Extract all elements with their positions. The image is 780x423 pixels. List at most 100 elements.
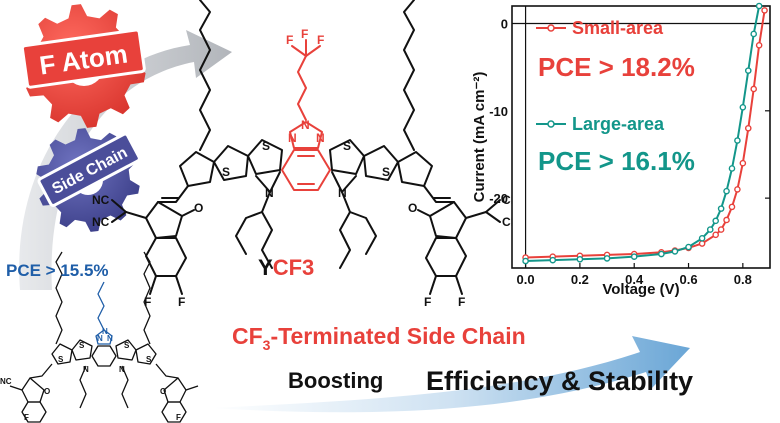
small-cyano-left: NC (0, 377, 12, 386)
triazole-n-left: N (288, 131, 297, 145)
data-point (522, 257, 529, 265)
legend-label-large-area: Large-area (572, 114, 665, 134)
triazole-n-top: N (301, 118, 310, 132)
pyrrole-n-left: N (265, 186, 274, 200)
plot-frame (511, 5, 771, 269)
molecule-name-suffix: CF3 (273, 255, 315, 280)
small-pyrrole-n-right: N (119, 365, 125, 374)
headline-rest: -Terminated Side Chain (270, 323, 525, 349)
legend-marker-small-area (547, 24, 555, 32)
pce-value-small-area: 18.2% (621, 52, 695, 82)
x-tick-label: 0.4 (625, 272, 644, 287)
cyano-left-1: NC (92, 193, 110, 207)
data-point (717, 226, 725, 233)
molecule-name: YCF3 (258, 255, 314, 280)
ycf3-atom-labels: N N N F F F S S S S N N O O NC NC CN CN … (92, 27, 519, 309)
pce-prefix-large-area: PCE > (538, 146, 621, 176)
headline-cf: CF (232, 323, 263, 349)
y-tick-label: 0 (501, 16, 508, 31)
carbonyl-o-left: O (194, 201, 203, 215)
x-tick-label: 0.8 (734, 272, 752, 287)
data-point (728, 203, 736, 211)
cf3-f3: F (317, 33, 324, 47)
y-tick-label: -10 (489, 104, 508, 119)
small-carbonyl-o-right: O (160, 387, 166, 396)
data-point (630, 253, 638, 260)
data-point (698, 240, 706, 247)
data-point (750, 85, 758, 93)
small-thiophene-s-2: S (58, 355, 64, 364)
headline-subscript: 3 (263, 337, 271, 353)
cyano-left-2: NC (92, 215, 110, 229)
cf3-f2: F (301, 27, 308, 41)
pce-value-large-area: 16.1% (621, 146, 695, 176)
small-molecule-atom-labels: N N N S S S S N N O O NC F F (0, 327, 181, 422)
small-pce-value: 15.5% (60, 261, 108, 280)
pce-large-area: PCE > 16.1% (538, 146, 695, 176)
pyrrole-n-right: N (338, 186, 347, 200)
y-tick-label: -20 (489, 191, 508, 206)
legend-label-small-area: Small-area (572, 18, 664, 38)
data-point (755, 2, 763, 10)
data-point (744, 67, 752, 74)
legend-marker-large-area (547, 120, 555, 128)
data-point (549, 256, 557, 264)
data-point (723, 187, 730, 195)
carbonyl-o-right: O (408, 201, 417, 215)
boosting-word: Boosting (288, 368, 383, 393)
x-tick-label: 0.6 (679, 272, 697, 287)
data-point (739, 159, 747, 167)
data-point (603, 255, 611, 262)
data-point (671, 248, 679, 255)
small-triazole-n-2: N (102, 327, 108, 336)
data-point (685, 243, 692, 251)
small-triazole-n-3: N (107, 334, 113, 343)
small-molecule-pce: PCE > 15.5% (6, 261, 109, 280)
data-point (698, 235, 706, 242)
fluorine-right-1: F (424, 295, 431, 309)
small-fluorine-right: F (176, 413, 181, 422)
data-point (712, 231, 719, 239)
x-tick-label: 0.0 (517, 272, 535, 287)
y-axis-label: Current (mA cm⁻²) (471, 72, 488, 203)
data-point (723, 216, 730, 224)
data-point (744, 124, 752, 132)
fluorine-left-2: F (178, 295, 185, 309)
small-thiophene-s-4: S (146, 355, 152, 364)
small-molecule-structure (9, 251, 199, 423)
data-point (717, 205, 725, 212)
x-axis-label: Voltage (V) (602, 281, 679, 298)
pce-prefix-small-area: PCE > (538, 52, 621, 82)
small-triazole-n-1: N (97, 334, 103, 343)
data-point (734, 137, 741, 144)
small-thiophene-s-3: S (124, 341, 130, 350)
data-point (750, 30, 758, 38)
side-chain-headline: CF3-Terminated Side Chain (232, 323, 526, 353)
small-thiophene-s-1: S (79, 341, 85, 350)
thiophene-s-1: S (262, 139, 270, 153)
data-point (576, 255, 584, 263)
ycf3-molecule-structure (111, 0, 501, 295)
data-point (755, 42, 763, 49)
fluorine-right-2: F (458, 295, 465, 309)
data-point (706, 226, 714, 233)
cf3-f1: F (286, 33, 293, 47)
small-pyrrole-n-left: N (83, 365, 89, 374)
thiophene-s-2: S (222, 165, 230, 179)
small-carbonyl-o-left: O (44, 387, 50, 396)
fluorine-left-1: F (144, 295, 151, 309)
blue-swoosh-arrow (210, 336, 690, 413)
small-fluorine-left: F (24, 413, 29, 422)
data-point (712, 217, 719, 225)
triazole-n-right: N (316, 131, 325, 145)
thiophene-s-4: S (382, 165, 390, 179)
efficiency-stability-phrase: Efficiency & Stability (426, 366, 693, 396)
data-point (658, 250, 665, 258)
thiophene-s-3: S (343, 139, 351, 153)
x-tick-label: 0.2 (571, 272, 589, 287)
pce-small-area: PCE > 18.2% (538, 52, 695, 82)
data-point (761, 7, 768, 14)
data-point (734, 186, 741, 193)
